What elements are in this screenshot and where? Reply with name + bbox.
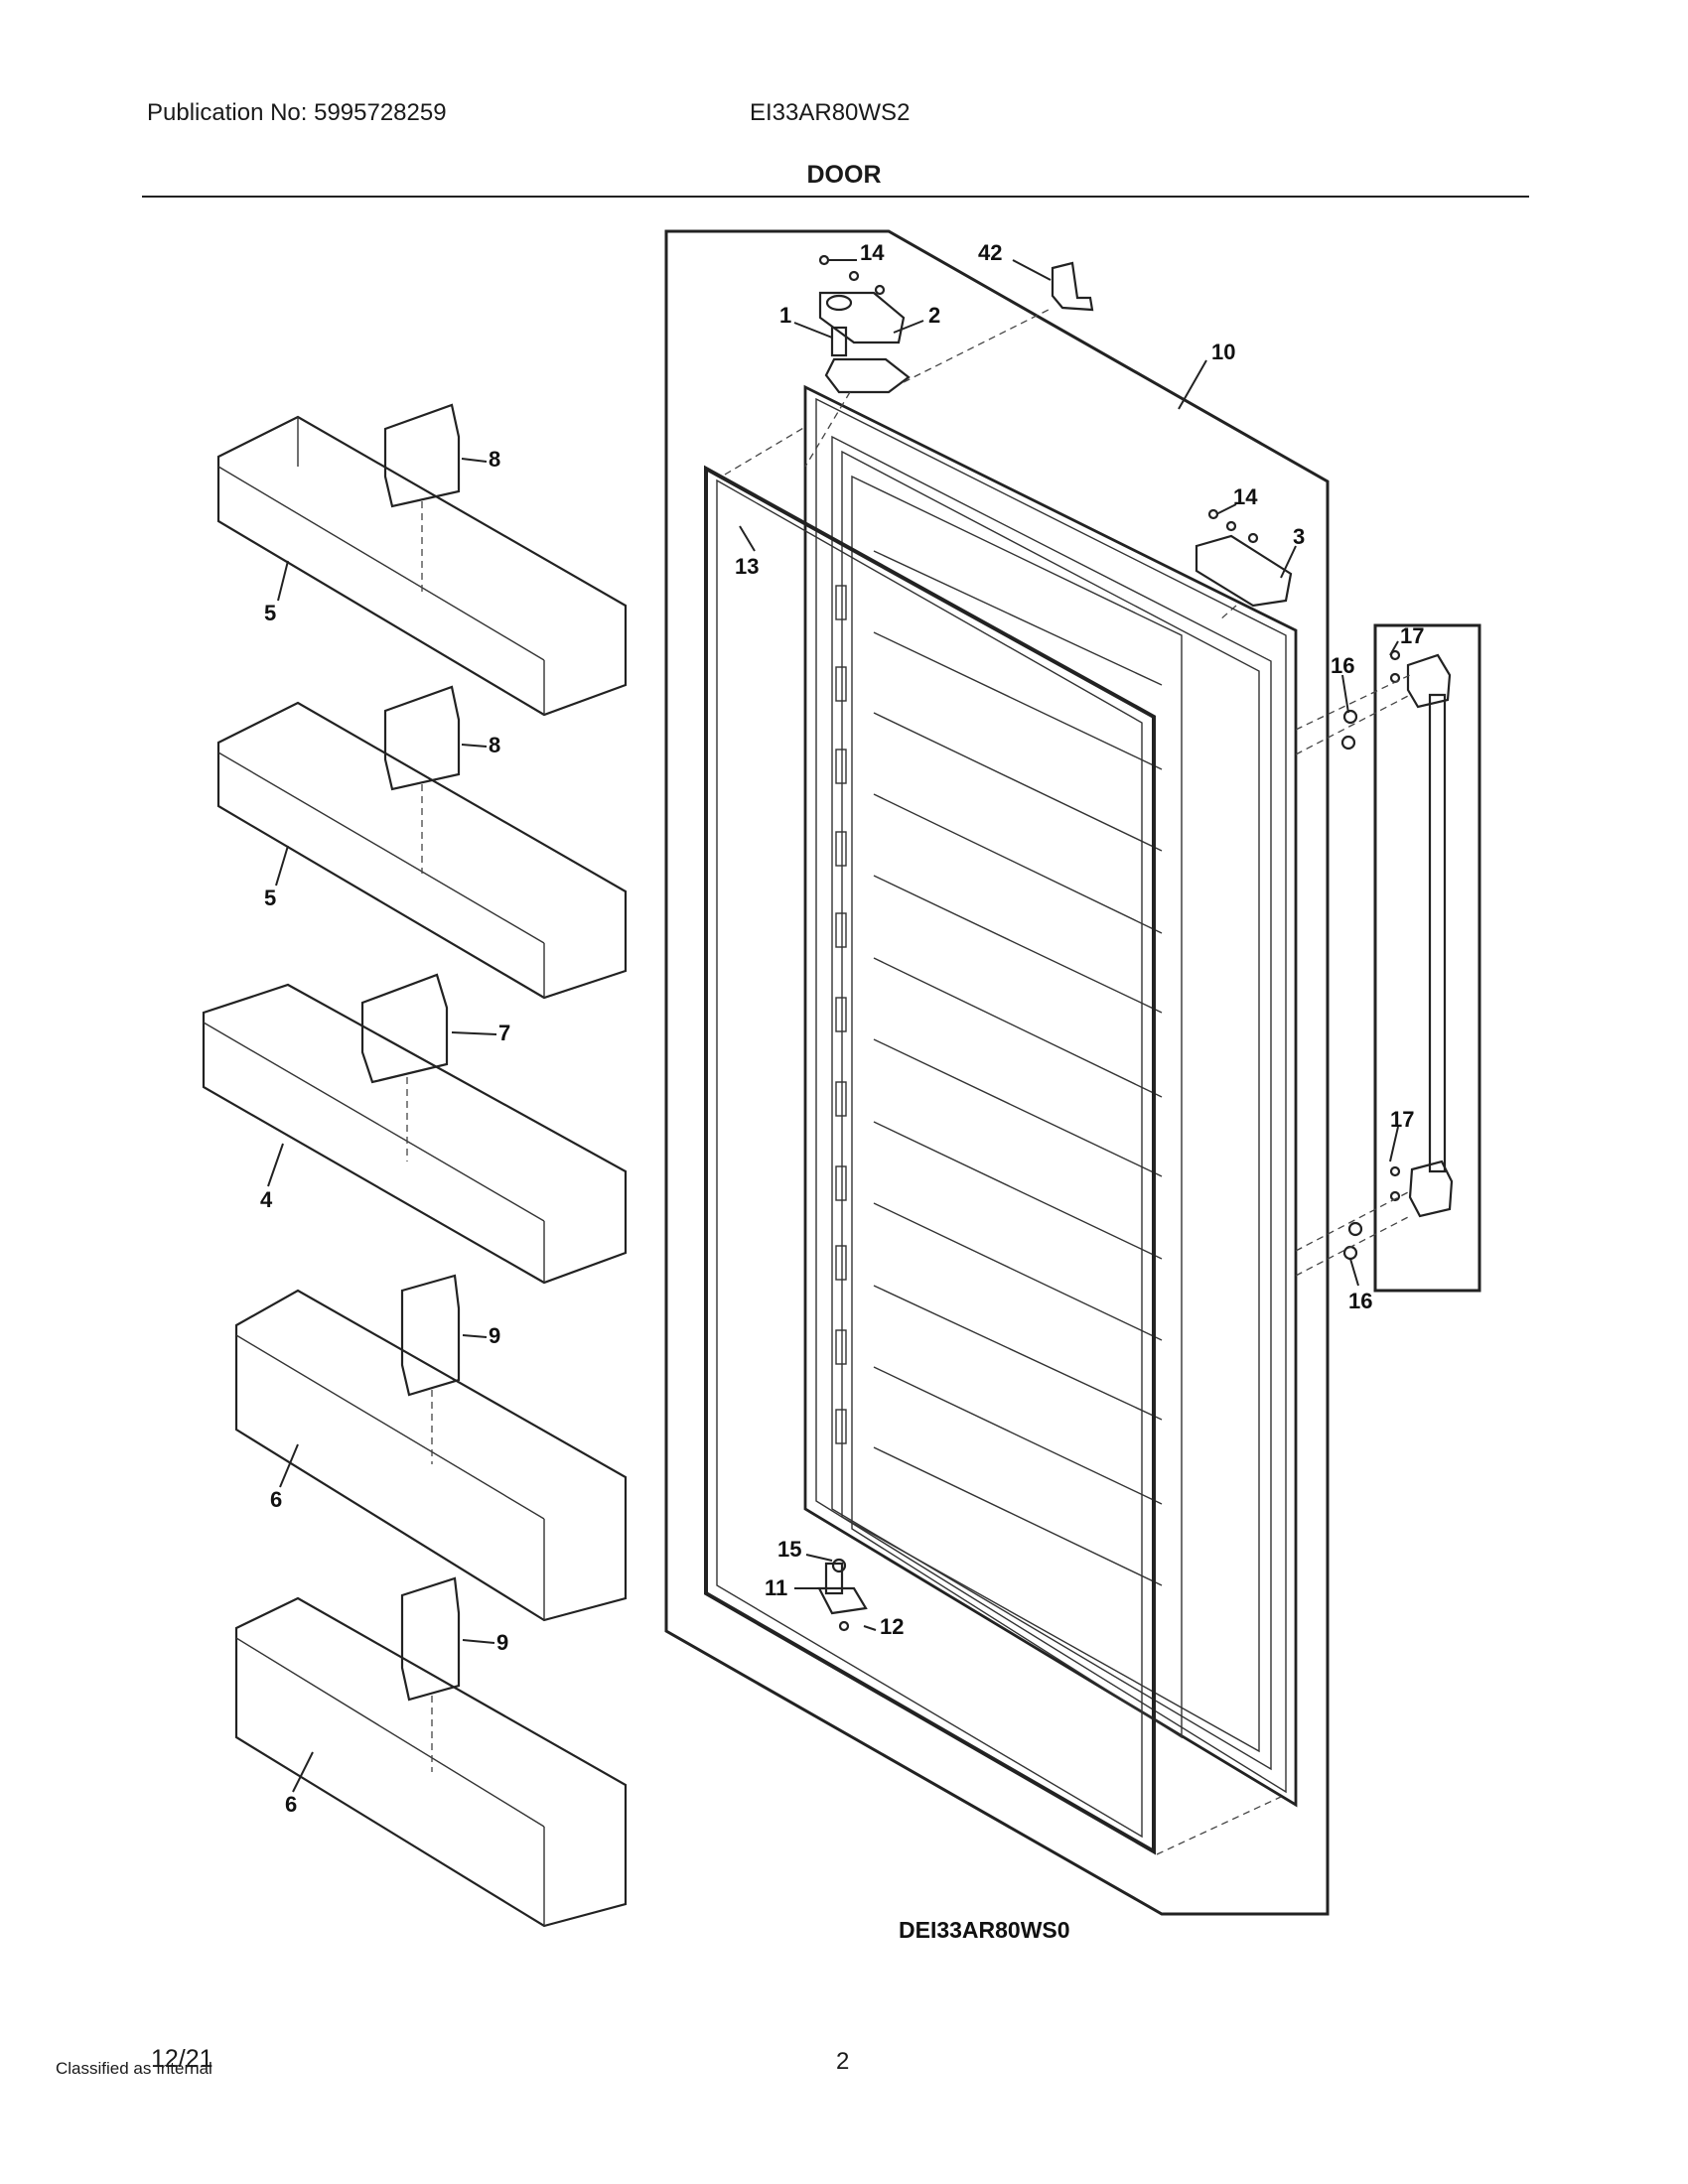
- door-slot-tabs: [835, 585, 847, 1444]
- callout-2: 2: [928, 303, 940, 328]
- door-handle: [1373, 623, 1481, 1293]
- callout-10: 10: [1211, 340, 1235, 364]
- bracket-42: [1051, 261, 1094, 312]
- callout-4: 4: [260, 1187, 273, 1212]
- callout-17-bottom: 17: [1390, 1107, 1414, 1132]
- door-bin-1: [216, 403, 628, 717]
- classification-label: Classified as Internal: [56, 2059, 212, 2078]
- handle-studs: [1295, 674, 1411, 1277]
- callout-9-top: 9: [489, 1323, 500, 1348]
- top-hinge: [804, 291, 1054, 468]
- callout-8-bottom: 8: [489, 733, 500, 757]
- callout-8-top: 8: [489, 447, 500, 472]
- door-bin-3: [202, 973, 628, 1285]
- callout-6-top: 6: [270, 1487, 282, 1512]
- callout-5-top: 5: [264, 601, 276, 625]
- callout-14-top: 14: [860, 240, 885, 265]
- figure-id: DEI33AR80WS0: [899, 1917, 1070, 1943]
- callout-12: 12: [880, 1614, 904, 1639]
- header-divider: [142, 196, 1529, 198]
- leader-lines: [267, 259, 1399, 1793]
- door-bin-4: [234, 1274, 628, 1622]
- callout-7: 7: [498, 1021, 510, 1045]
- callout-labels: 14 1 2 42 10 14 3 13 16 17 17 16 15 11 1…: [260, 240, 1424, 1817]
- callout-13: 13: [735, 554, 759, 579]
- callout-9-bottom: 9: [496, 1630, 508, 1655]
- callout-11: 11: [765, 1575, 787, 1600]
- door-gasket: [704, 465, 1156, 1855]
- callout-16-top: 16: [1331, 653, 1354, 678]
- door-bin-2: [216, 685, 628, 1000]
- model-number: EI33AR80WS2: [750, 99, 911, 126]
- page-number: 2: [836, 2048, 850, 2075]
- callout-3: 3: [1293, 524, 1305, 549]
- footer-date: 12/21: [151, 2045, 213, 2073]
- door-assembly-frame: [664, 229, 1330, 1916]
- callout-14-mid: 14: [1233, 484, 1258, 509]
- door-rails: [873, 550, 1163, 1586]
- door-bin-5: [234, 1576, 628, 1928]
- callout-6-bottom: 6: [285, 1792, 297, 1817]
- callout-16-bottom: 16: [1348, 1289, 1372, 1313]
- section-title: DOOR: [806, 161, 882, 189]
- callout-42: 42: [978, 240, 1002, 265]
- callout-5-bottom: 5: [264, 886, 276, 910]
- bottom-hinge: [817, 1558, 868, 1632]
- door-liner: [803, 384, 1298, 1808]
- publication-number: Publication No: 5995728259: [147, 99, 447, 126]
- callout-17-top: 17: [1400, 623, 1424, 648]
- top-screws: [818, 254, 886, 296]
- callout-1: 1: [779, 303, 791, 328]
- callout-15: 15: [777, 1537, 801, 1562]
